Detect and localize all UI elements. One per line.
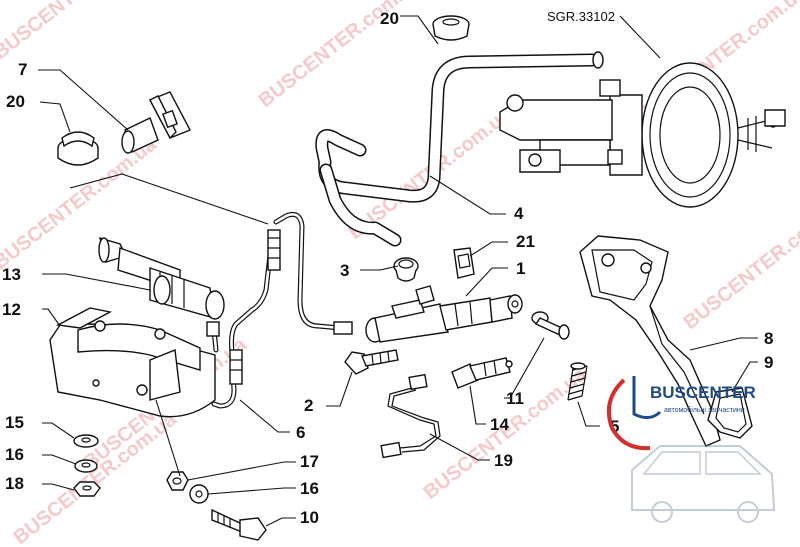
part-20-grommet: [432, 15, 470, 41]
logo-tagline: автомобільні запчастини: [664, 406, 745, 414]
part-2-bolt: [344, 349, 399, 375]
part-9-pedal-pad: [707, 387, 753, 439]
part-17-nut: [166, 471, 189, 491]
part-19-wire-harness: [380, 373, 441, 459]
callout-13: 13: [2, 265, 21, 284]
callout-16-lower: 16: [300, 479, 319, 498]
logo-b-icon: [632, 376, 662, 419]
part-22-clip: [453, 247, 475, 279]
part-12-bracket: [49, 307, 216, 418]
part-8-clutch-pedal: [579, 235, 721, 447]
part-5-spring: [567, 362, 588, 401]
callout-16: 16: [5, 445, 24, 464]
part-1-clutch-master-cylinder: [365, 285, 523, 343]
callout-10: 10: [300, 508, 319, 527]
part-4-reservoir-hose: [315, 51, 604, 247]
callout-2: 2: [304, 396, 313, 415]
callout-8: 8: [764, 329, 773, 348]
callout-1: 1: [516, 259, 525, 278]
callout-15: 15: [5, 413, 24, 432]
part-14-switch: [451, 357, 513, 389]
part-18-nut: [73, 481, 101, 497]
part-16-washer-lower: [189, 484, 209, 504]
callout-17: 17: [300, 452, 319, 471]
callout-5: 5: [610, 417, 619, 436]
logo-swoosh-icon: [607, 378, 651, 451]
watermark-text: BUSCENTER.com.ua: [10, 408, 182, 547]
part-10-bolt: [211, 508, 267, 541]
part-6-hydraulic-pipe: [206, 211, 353, 409]
divider-line: [69, 173, 269, 225]
part-16-washer: [74, 459, 98, 473]
watermark-text: BUSCENTER.com.ua: [680, 193, 800, 334]
brake-booster-assembly: [499, 62, 786, 208]
callout-18: 18: [5, 474, 24, 493]
callout-22: 21: [516, 232, 535, 251]
part-7-sensor-connector: [121, 91, 191, 154]
callout-11: 11: [506, 389, 524, 408]
callout-3: 3: [340, 261, 349, 280]
part-21-cap: [57, 131, 99, 166]
callout-21: 20: [6, 92, 25, 111]
leader-lines: [38, 15, 758, 527]
callout-6: 6: [296, 423, 305, 442]
callout-7: 7: [18, 60, 27, 79]
callout-labels: 20 SGR.33102 7 20 4 21 3 1 13 12 8 9 2 1…: [2, 9, 773, 527]
logo-name: BUSCENTER: [650, 383, 756, 402]
callout-14: 14: [490, 415, 509, 434]
part-13-slave-cylinder: [98, 236, 225, 320]
callout-20: 20: [380, 9, 399, 28]
watermark-text: BUSCENTER.com.ua: [0, 0, 161, 64]
callout-4: 4: [514, 204, 524, 223]
part-3-hose-clamp: [393, 257, 419, 282]
part-11-pin: [531, 311, 570, 340]
watermark-text: BUSCENTER.com.ua: [255, 0, 427, 112]
callout-19: 19: [494, 451, 513, 470]
reference-code: SGR.33102: [547, 9, 615, 24]
callout-12: 12: [2, 300, 21, 319]
buscenter-logo: BUSCENTER автомобільні запчастини: [607, 376, 776, 523]
callout-9: 9: [764, 353, 773, 372]
part-15-washer: [73, 434, 99, 448]
van-illustration-icon: [631, 445, 776, 523]
